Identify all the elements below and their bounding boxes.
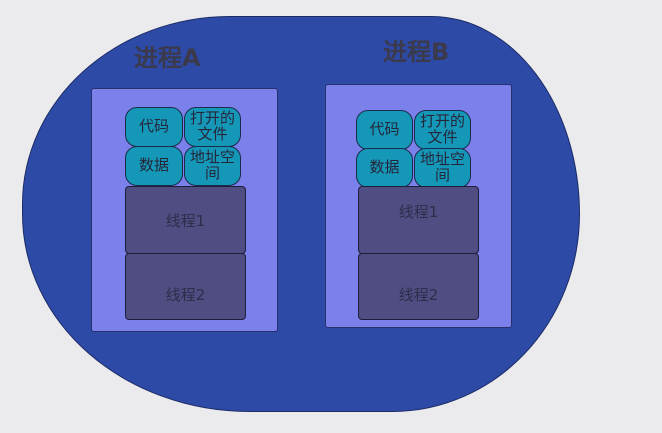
process-b-thread-2: 线程2 bbox=[358, 253, 479, 320]
process-b-thread-1: 线程1 bbox=[358, 186, 479, 254]
process-a-title: 进程A bbox=[134, 44, 201, 72]
process-b-code: 代码 bbox=[356, 110, 413, 150]
process-b-address-space: 地址空间 bbox=[414, 148, 471, 188]
process-b-data: 数据 bbox=[356, 148, 413, 188]
process-a-open-files: 打开的文件 bbox=[184, 107, 241, 147]
process-b-title: 进程B bbox=[383, 38, 450, 66]
process-b-open-files: 打开的文件 bbox=[414, 110, 471, 150]
process-a-address-space: 地址空间 bbox=[184, 146, 241, 186]
process-a-thread-2: 线程2 bbox=[125, 253, 246, 320]
process-a-thread-1: 线程1 bbox=[125, 186, 246, 254]
process-a-data: 数据 bbox=[125, 146, 183, 186]
process-a-code: 代码 bbox=[125, 107, 183, 147]
